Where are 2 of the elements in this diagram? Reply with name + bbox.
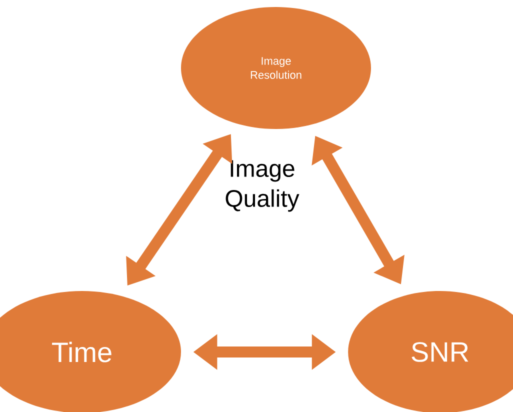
ellipse-node: Image Resolution: [181, 7, 371, 129]
center-label: Image Quality: [226, 160, 300, 212]
